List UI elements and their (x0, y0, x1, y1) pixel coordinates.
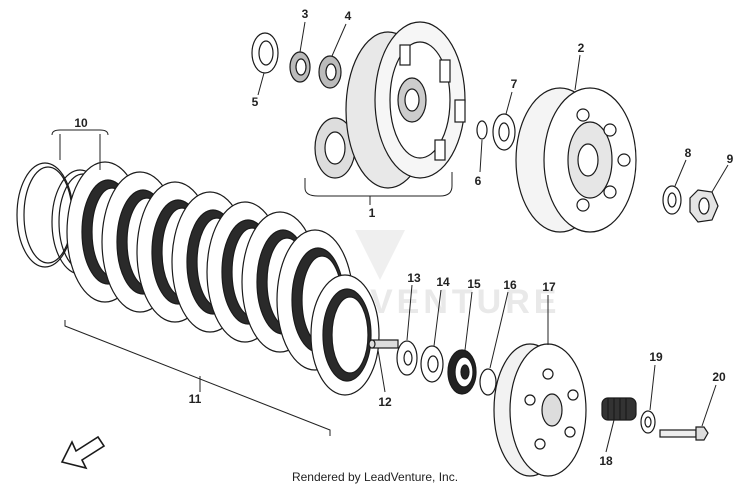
part-1-clutch-housing (314, 21, 466, 189)
callout-labels: 1 2 3 4 5 6 7 8 9 10 11 12 13 14 15 16 1… (74, 7, 733, 468)
part-14-washer (420, 345, 444, 383)
bracket-10 (51, 129, 109, 170)
callout-20: 20 (712, 370, 726, 384)
callout-12: 12 (378, 395, 392, 409)
callout-4: 4 (345, 9, 352, 23)
part-5-washer (251, 32, 279, 74)
callout-6: 6 (475, 174, 482, 188)
callout-13: 13 (407, 271, 421, 285)
part-19-washer (640, 410, 656, 434)
callout-18: 18 (599, 454, 613, 468)
part-12-push-rod (368, 339, 399, 349)
bracket-1 (304, 172, 453, 205)
callout-3: 3 (302, 7, 309, 21)
callout-1: 1 (369, 206, 376, 220)
part-11-clutch-plate-stack (66, 161, 380, 396)
watermark-text: VENTURE (370, 283, 560, 321)
part-15-bearing (447, 349, 477, 395)
callout-11: 11 (189, 392, 202, 406)
part-7-thrust-washer (492, 113, 516, 151)
part-13-washer (396, 340, 418, 376)
bracket-11 (64, 320, 331, 436)
callout-19: 19 (649, 350, 663, 364)
part-16-circlip (479, 368, 497, 396)
part-2-clutch-hub (515, 87, 637, 233)
callout-7: 7 (511, 77, 518, 91)
callout-15: 15 (467, 277, 481, 291)
part-17-pressure-plate (493, 343, 587, 477)
part-9-nut (689, 189, 719, 223)
part-20-bolt (659, 426, 709, 441)
callout-16: 16 (503, 278, 517, 292)
part-3-needle-bearing (289, 51, 311, 83)
render-credit: Rendered by LeadVenture, Inc. (291, 470, 459, 484)
part-18-clutch-spring (601, 397, 637, 421)
callout-14: 14 (436, 275, 450, 289)
leader-lines (257, 21, 729, 453)
watermark: VENTURE (355, 230, 560, 321)
callout-2: 2 (578, 41, 585, 55)
callout-10: 10 (74, 116, 88, 130)
callout-5: 5 (252, 95, 259, 109)
part-6-circlip (476, 120, 488, 140)
callout-9: 9 (727, 152, 734, 166)
part-8-lock-washer (662, 185, 682, 215)
callout-17: 17 (542, 280, 556, 294)
part-4-needle-bearing (318, 55, 342, 89)
callout-8: 8 (685, 146, 692, 160)
arrow-down-left-icon (60, 435, 106, 470)
